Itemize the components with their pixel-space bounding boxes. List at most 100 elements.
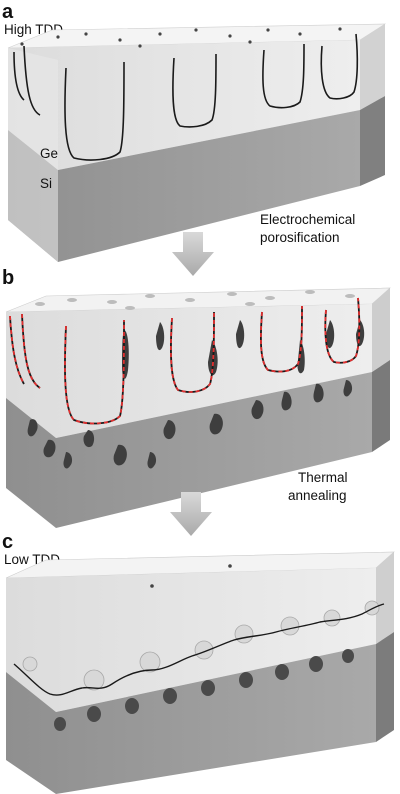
panel-b: b	[2, 267, 391, 528]
dislocation-surface-point	[338, 27, 342, 31]
panel-b-side-face-ge	[372, 288, 390, 372]
dislocation-loop-marker	[260, 305, 303, 373]
pore-channel	[326, 320, 335, 349]
panel-c-side-face-si	[376, 632, 394, 742]
layer-label-si: Si	[40, 176, 52, 191]
panel-a-surface-dots	[20, 27, 342, 48]
void	[275, 664, 289, 680]
panel-b-surface-pores	[35, 290, 355, 310]
dislocation-loop	[64, 61, 125, 161]
step-2-line1: Thermal	[298, 470, 348, 485]
pore-channel	[251, 400, 264, 420]
pore-channel	[281, 391, 292, 411]
surface-pore	[245, 302, 255, 306]
pore-channel	[63, 452, 73, 469]
panel-c-si-layer	[6, 644, 376, 794]
dislocation-surface-point	[266, 28, 270, 32]
surface-pore	[345, 294, 355, 298]
step-2: Thermal annealing	[170, 470, 348, 536]
surface-pore	[265, 296, 275, 300]
panel-b-pores	[27, 320, 365, 469]
panel-a-letter: a	[2, 1, 14, 23]
dislocation-surface-point	[158, 32, 162, 36]
dislocation-surface-point	[138, 44, 142, 48]
dislocation-loop-marker	[324, 297, 361, 364]
dislocation-loop-marker	[21, 313, 41, 389]
pore-channel	[147, 452, 157, 469]
panel-c-side-face-ge	[376, 552, 394, 644]
void	[163, 688, 177, 704]
panel-a: a High TDD	[2, 1, 387, 262]
panel-a-side-face-si	[360, 96, 385, 186]
pore-channel	[209, 413, 223, 435]
process-arrow-2	[170, 492, 212, 536]
dislocation-loop	[320, 33, 359, 100]
dislocation-surface-point	[298, 32, 302, 36]
void	[83, 669, 105, 691]
panel-b-letter: b	[2, 267, 14, 289]
panel-c-surface-dots	[150, 564, 232, 588]
void	[194, 640, 214, 660]
dislocation-loop	[13, 51, 25, 101]
void	[54, 717, 66, 731]
dislocation-loop-marker	[169, 311, 215, 393]
panel-c: c Low TDD	[2, 531, 395, 794]
void	[364, 600, 380, 616]
pore-channel	[297, 340, 305, 374]
pore-channel	[113, 444, 127, 466]
panel-b-side-face-si	[372, 360, 390, 452]
void	[234, 624, 254, 644]
step-1-line1: Electrochemical	[260, 212, 355, 227]
dislocation-surface-point	[228, 564, 232, 568]
panel-a-dislocations	[13, 33, 359, 161]
dislocation-surface-point	[228, 34, 232, 38]
void	[22, 656, 38, 672]
void	[309, 656, 323, 672]
panel-c-letter: c	[2, 531, 13, 553]
step-1-line2: porosification	[260, 230, 340, 245]
surface-pore	[35, 302, 45, 306]
pore-channel	[43, 439, 56, 458]
panel-b-ge-layer	[6, 304, 372, 438]
dislocation-loop	[262, 43, 305, 109]
panel-a-si-layer	[8, 110, 360, 262]
dislocation-surface-point	[150, 584, 154, 588]
dislocation-surface-point	[56, 35, 60, 39]
void	[87, 706, 101, 722]
void	[342, 649, 354, 663]
pore-channel	[163, 420, 176, 440]
panel-a-ge-layer	[8, 40, 360, 170]
dislocation-loop-marker	[9, 315, 25, 385]
surface-pore	[67, 298, 77, 302]
dislocation-surface-point	[248, 40, 252, 44]
void	[201, 680, 215, 696]
panel-b-si-layer	[6, 372, 372, 528]
pore-channel	[156, 322, 165, 351]
dislocation-loop	[172, 53, 217, 128]
void	[125, 698, 139, 714]
pore-channel	[27, 419, 38, 437]
surface-pore	[145, 294, 155, 298]
surface-pore	[305, 290, 315, 294]
step-1: Electrochemical porosification	[172, 212, 355, 276]
panel-c-dislocation-network	[13, 603, 385, 696]
surface-pore	[107, 300, 117, 304]
void	[239, 672, 253, 688]
surface-pore	[125, 306, 135, 310]
step-2-line2: annealing	[288, 488, 347, 503]
dislocation-surface-point	[194, 28, 198, 32]
panel-b-dislocations	[9, 297, 361, 425]
pore-channel	[236, 320, 245, 349]
panel-a-side-face-ge	[360, 24, 385, 110]
panel-c-si-voids	[54, 649, 354, 731]
panel-a-left-face	[8, 48, 58, 262]
layer-label-ge: Ge	[40, 146, 58, 161]
dislocation-surface-point	[118, 38, 122, 42]
pore-channel	[313, 383, 324, 403]
void	[323, 609, 341, 627]
dislocation-surface-point	[20, 42, 24, 46]
process-arrow-1	[172, 232, 214, 276]
surface-pore	[227, 292, 237, 296]
pore-channel	[343, 380, 353, 397]
